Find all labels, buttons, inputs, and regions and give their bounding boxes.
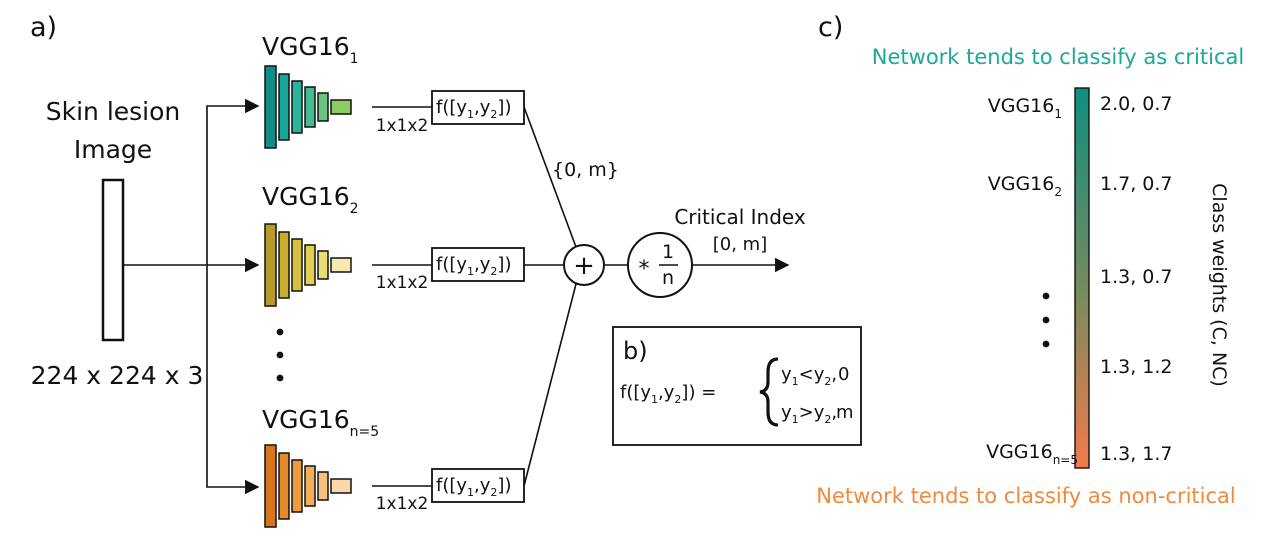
scale-denominator: n — [662, 267, 674, 289]
svg-text:2.0, 0.7: 2.0, 0.7 — [1100, 93, 1173, 115]
sum-symbol: + — [573, 251, 595, 281]
sum-input-lines — [523, 106, 577, 487]
svg-text:VGG16n=5: VGG16n=5 — [262, 405, 379, 440]
input-title-line2: Image — [74, 135, 152, 164]
piecewise-brace — [759, 357, 779, 427]
scale-star: * — [639, 257, 650, 282]
net1-layer-2 — [278, 73, 290, 141]
panel-a-label: a) — [30, 12, 57, 43]
svg-text:y1<y2,: y1<y2, — [781, 364, 837, 388]
output-title: Critical Index — [674, 205, 806, 229]
output-range: [0, m] — [713, 234, 767, 255]
input-branch-arrows — [123, 98, 260, 495]
svg-text:1.3, 1.7: 1.3, 1.7 — [1100, 443, 1173, 465]
colorbar-row-vggn: VGG16n=5 1.3, 1.7 — [986, 441, 1172, 467]
panel-b-box — [612, 326, 862, 446]
net3-layer-3 — [291, 459, 303, 513]
net2-layer-6 — [330, 257, 352, 273]
piecewise-case-2: y1>y2, m — [781, 402, 854, 426]
network-output-lines — [372, 106, 432, 487]
network-n-layers — [264, 444, 352, 528]
svg-text:f([y1,y2]): f([y1,y2]) — [436, 97, 511, 121]
net3-layer-1 — [264, 444, 277, 528]
svg-text:1.3, 0.7: 1.3, 0.7 — [1100, 266, 1173, 288]
class-weight-colorbar — [1074, 87, 1090, 469]
colorbar-ellipsis-dots — [1042, 292, 1050, 348]
network-2-output-size: 1x1x2 — [376, 273, 429, 293]
piecewise-case-1: y1<y2, 0 — [781, 364, 849, 388]
net1-layer-4 — [304, 86, 316, 128]
network-1-layers — [264, 65, 352, 149]
network-2-title: VGG162 — [262, 182, 359, 217]
net1-layer-3 — [291, 80, 303, 134]
net2-layer-2 — [278, 231, 290, 299]
svg-text:0: 0 — [838, 364, 849, 385]
svg-text:m: m — [836, 402, 854, 423]
net2-layer-3 — [291, 238, 303, 292]
function-box-1: f([y1,y2]) — [431, 90, 525, 125]
net1-layer-1 — [264, 65, 277, 149]
network-2-layers — [264, 223, 352, 307]
panel-c-label: c) — [818, 12, 843, 43]
input-image-box — [101, 178, 125, 342]
svg-text:VGG162: VGG162 — [262, 182, 359, 217]
net1-layer-6 — [330, 99, 352, 115]
critical-note: Network tends to classify as critical — [872, 45, 1244, 69]
svg-text:f([y1,y2]): f([y1,y2]) — [436, 475, 511, 499]
colorbar-row-3: 1.3, 0.7 — [1100, 266, 1173, 288]
net2-layer-4 — [304, 244, 316, 286]
svg-text:VGG16n=5: VGG16n=5 — [986, 441, 1078, 467]
svg-text:VGG161: VGG161 — [988, 95, 1062, 121]
net1-layer-5 — [317, 92, 329, 122]
network-n-output-size: 1x1x2 — [376, 494, 429, 514]
non-critical-note: Network tends to classify as non-critica… — [816, 484, 1235, 508]
svg-text:VGG161: VGG161 — [262, 32, 359, 67]
function-range-label: {0, m} — [552, 159, 619, 181]
net2-layer-5 — [317, 250, 329, 280]
svg-text:f([y1,y2]) =: f([y1,y2]) = — [620, 382, 716, 406]
net3-layer-6 — [330, 478, 352, 494]
svg-text:y1>y2,: y1>y2, — [781, 402, 837, 426]
svg-text:1.7, 0.7: 1.7, 0.7 — [1100, 173, 1173, 195]
net2-layer-1 — [264, 223, 277, 307]
function-box-n: f([y1,y2]) — [431, 468, 525, 503]
svg-text:f([y1,y2]): f([y1,y2]) — [436, 254, 511, 278]
panel-b-label: b) — [623, 337, 648, 365]
colorbar-row-4: 1.3, 1.2 — [1100, 356, 1173, 378]
colorbar-row-vgg2: VGG162 1.7, 0.7 — [988, 173, 1173, 199]
input-title-line1: Skin lesion — [46, 97, 181, 126]
input-size-label: 224 x 224 x 3 — [31, 361, 204, 390]
network-ellipsis-dots — [276, 328, 284, 382]
net3-layer-2 — [278, 452, 290, 520]
colorbar-row-vgg1: VGG161 2.0, 0.7 — [988, 93, 1173, 121]
scale-numerator: 1 — [662, 241, 674, 263]
network-n-title: VGG16n=5 — [262, 405, 379, 440]
net3-layer-4 — [304, 465, 316, 507]
svg-text:1.3, 1.2: 1.3, 1.2 — [1100, 356, 1173, 378]
piecewise-function-lhs: f([y1,y2]) = — [620, 382, 716, 406]
class-weights-axis-label: Class weights (C, NC) — [1208, 183, 1230, 387]
network-1-output-size: 1x1x2 — [376, 116, 429, 136]
network-1-title: VGG161 — [262, 32, 359, 67]
svg-text:VGG162: VGG162 — [988, 173, 1062, 199]
function-box-2: f([y1,y2]) — [431, 247, 525, 282]
net3-layer-5 — [317, 471, 329, 501]
